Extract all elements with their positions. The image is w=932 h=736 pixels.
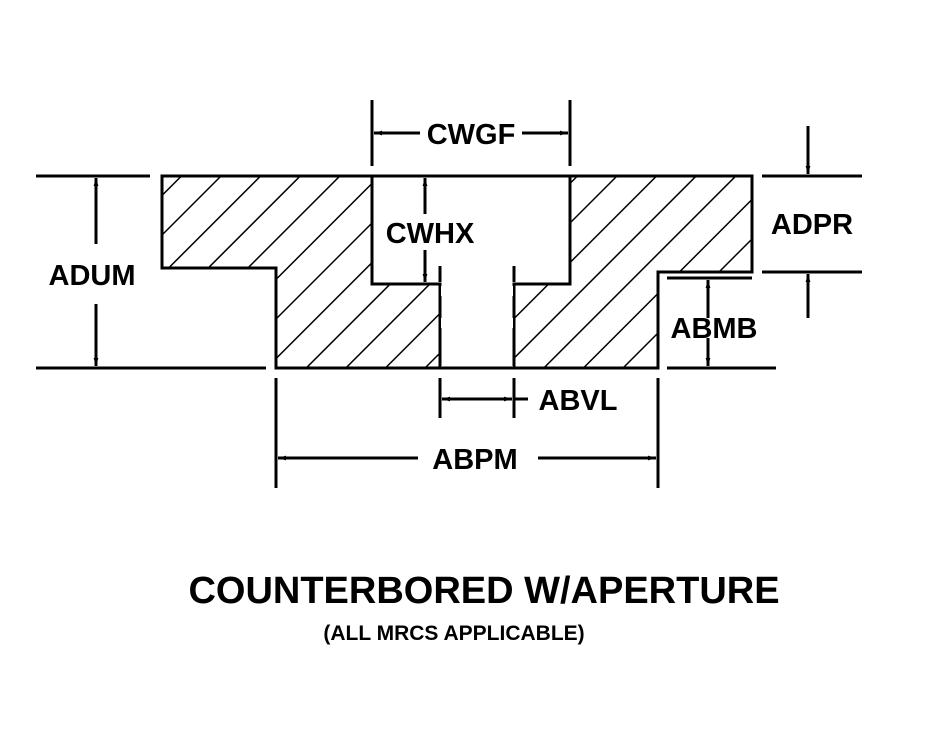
abvl-label: ABVL (539, 385, 618, 417)
abmb-label: ABMB (671, 313, 758, 345)
adpr-label: ADPR (771, 209, 853, 241)
cwhx-label: CWHX (386, 218, 475, 250)
diagram-subtitle: (ALL MRCS APPLICABLE) (323, 622, 585, 645)
aperture-void (441, 286, 513, 367)
cwgf-label: CWGF (427, 119, 516, 151)
part-section-left (160, 174, 442, 370)
adum-label: ADUM (49, 260, 136, 292)
diagram-title: COUNTERBORED W/APERTURE (188, 570, 780, 612)
abpm-label: ABPM (432, 444, 517, 476)
